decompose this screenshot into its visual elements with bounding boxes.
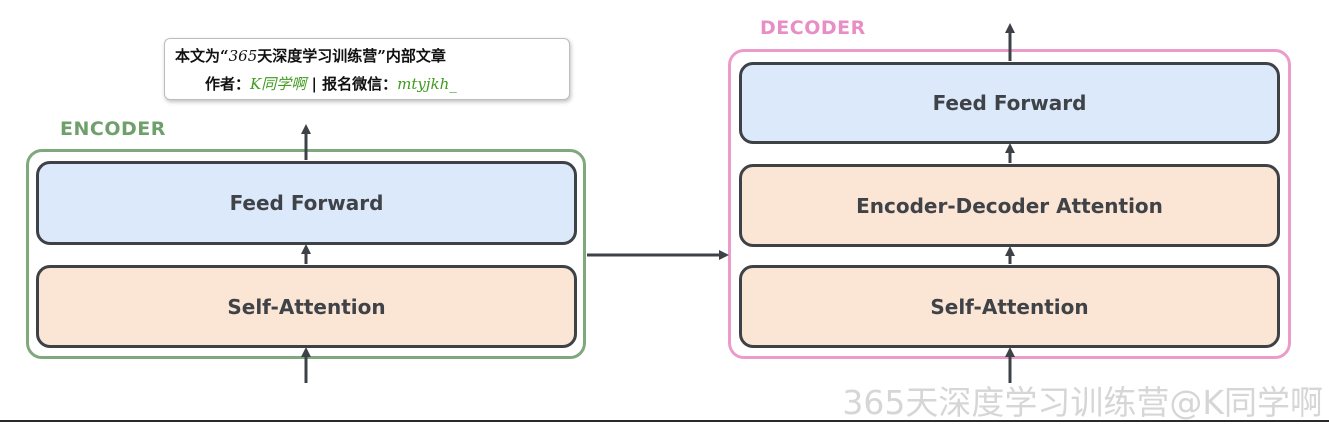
wechat-label: 报名微信： <box>322 75 398 93</box>
decoder-enc-dec-attention-label: Encoder-Decoder Attention <box>856 193 1163 218</box>
encoder-title: ENCODER <box>60 118 166 140</box>
notice-line-1: 本文为“365天深度学习训练营”内部文章 <box>175 45 446 66</box>
encoder-feed-forward-label: Feed Forward <box>229 191 384 215</box>
notice-prefix: 本文为“ <box>175 47 229 65</box>
wechat-id: mtyjkh_ <box>397 75 457 93</box>
decoder-feed-forward-label: Feed Forward <box>932 91 1087 115</box>
decoder-enc-dec-attention-block: Encoder-Decoder Attention <box>739 164 1280 247</box>
decoder-self-attention-label: Self-Attention <box>930 294 1089 319</box>
notice-line-2: 作者：K同学啊 | 报名微信：mtyjkh_ <box>205 73 457 94</box>
separator: | <box>306 75 323 93</box>
author-name: K同学啊 <box>250 75 307 93</box>
notice-box: 本文为“365天深度学习训练营”内部文章 作者：K同学啊 | 报名微信：mtyj… <box>164 38 570 100</box>
notice-camp: 天深度学习训练营 <box>257 47 378 65</box>
decoder-title: DECODER <box>760 17 866 39</box>
author-label: 作者： <box>205 75 251 93</box>
watermark: 365天深度学习训练营@K同学啊 <box>842 383 1323 422</box>
encoder-feed-forward-block: Feed Forward <box>36 161 577 245</box>
bottom-divider <box>0 420 1329 422</box>
notice-number: 365 <box>228 47 258 65</box>
encoder-self-attention-label: Self-Attention <box>227 294 386 319</box>
decoder-feed-forward-block: Feed Forward <box>739 62 1280 144</box>
decoder-self-attention-block: Self-Attention <box>739 265 1280 348</box>
encoder-self-attention-block: Self-Attention <box>36 265 577 348</box>
notice-suffix: ”内部文章 <box>377 47 446 65</box>
